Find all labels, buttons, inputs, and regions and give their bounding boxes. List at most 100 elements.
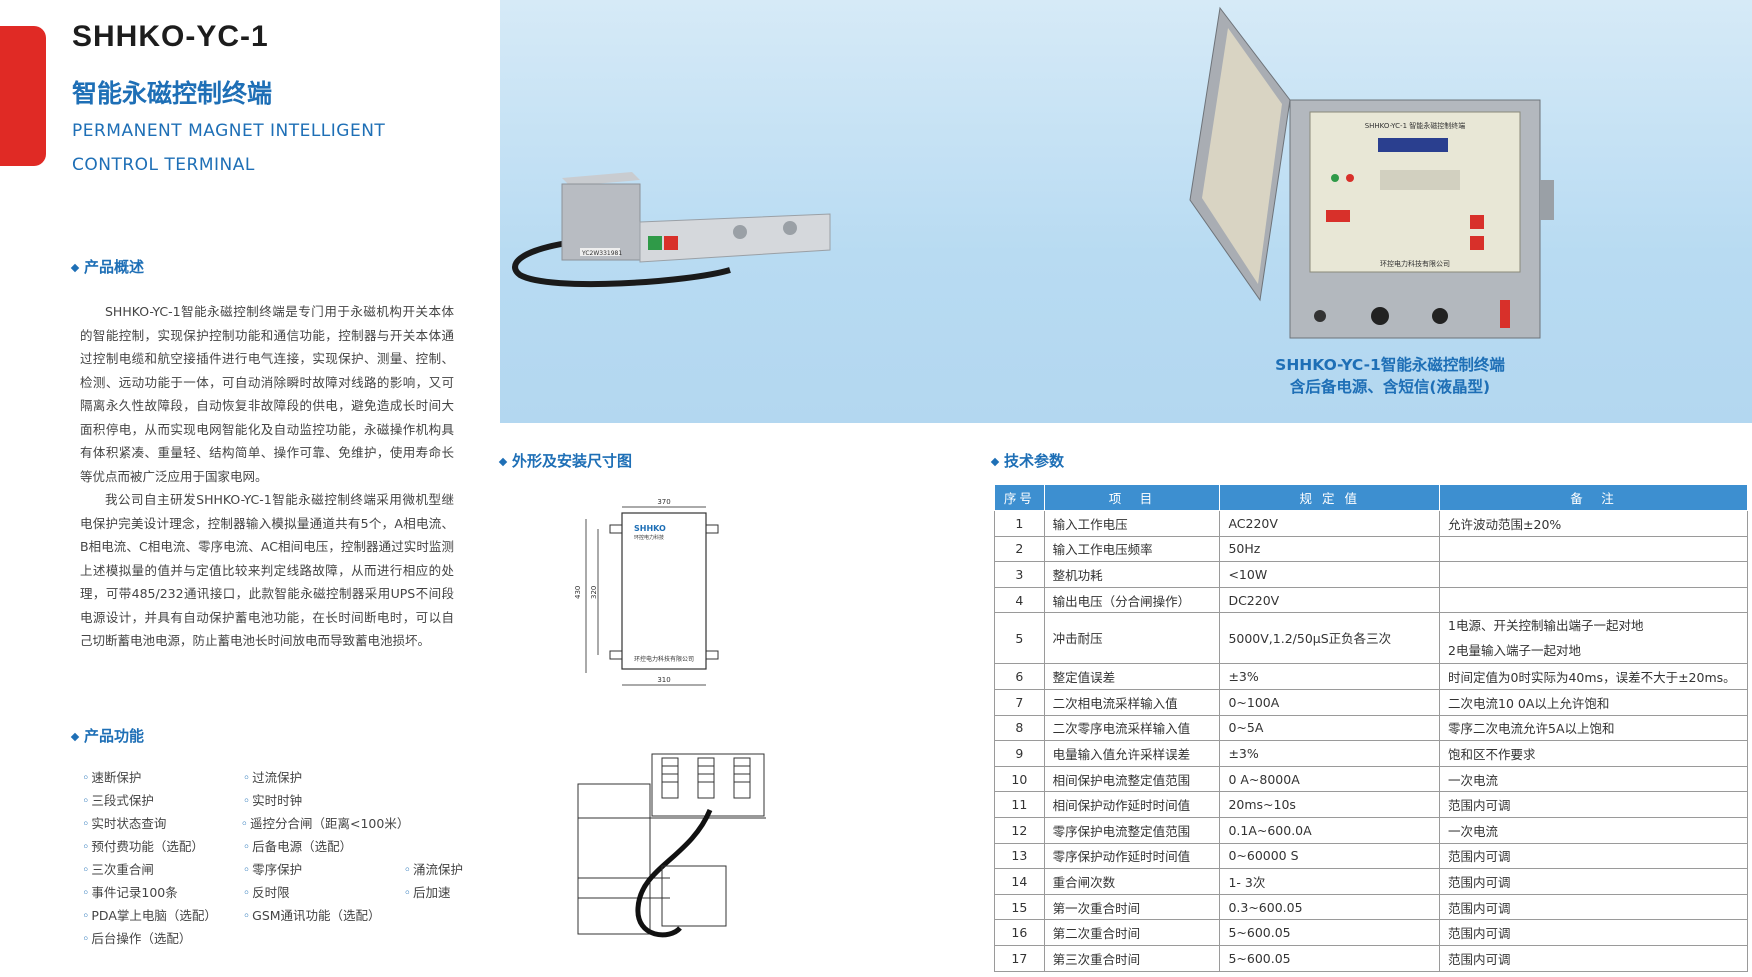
table-cell-value: 0~60000 S bbox=[1219, 842, 1441, 870]
aviation-plug-icon bbox=[1432, 308, 1448, 324]
functions-heading-text: 产品功能 bbox=[84, 727, 145, 745]
red-accent-tab bbox=[0, 26, 46, 166]
function-list: 速断保护过流保护三段式保护实时时钟实时状态查询遥控分合闸（距离<100米）预付费… bbox=[82, 765, 482, 949]
switch-icon bbox=[1470, 236, 1484, 250]
function-item: 三次重合闸 bbox=[82, 859, 243, 878]
product-model: SHHKO-YC-1 bbox=[72, 20, 269, 53]
table-cell-note bbox=[1439, 535, 1748, 563]
table-cell-no: 15 bbox=[994, 893, 1045, 921]
table-cell-note: 范围内可调 bbox=[1439, 791, 1748, 818]
table-cell-item: 输入工作电压 bbox=[1043, 510, 1221, 537]
table-cell-value: AC220V bbox=[1219, 510, 1441, 537]
table-cell-note: 允许波动范围±20% bbox=[1439, 510, 1748, 537]
photo-caption: SHHKO-YC-1智能永磁控制终端 含后备电源、含短信(液晶型) bbox=[1200, 354, 1580, 398]
tech-heading-text: 技术参数 bbox=[1004, 452, 1065, 470]
table-cell-item: 输入工作电压频率 bbox=[1043, 535, 1221, 563]
photo-caption-line2: 含后备电源、含短信(液晶型) bbox=[1289, 378, 1491, 396]
function-item: 速断保护 bbox=[82, 767, 243, 786]
overview-heading: 产品概述 bbox=[70, 256, 144, 277]
table-cell-note bbox=[1439, 586, 1748, 614]
height-outer-label: 430 bbox=[574, 586, 582, 599]
table-cell-item: 相间保护电流整定值范围 bbox=[1043, 765, 1221, 793]
table-cell-item: 零序保护电流整定值范围 bbox=[1043, 816, 1221, 844]
table-cell-no: 10 bbox=[994, 765, 1045, 793]
table-cell-value: 50Hz bbox=[1219, 535, 1441, 563]
function-item: GSM通讯功能（选配） bbox=[243, 905, 404, 924]
switch-body-outline bbox=[651, 753, 765, 817]
table-cell-no: 12 bbox=[994, 816, 1045, 844]
magnet-mechanism bbox=[639, 213, 831, 263]
small-controller-box bbox=[561, 183, 641, 261]
product-title-cn: 智能永磁控制终端 bbox=[72, 79, 273, 108]
insulator-icon bbox=[733, 757, 751, 799]
red-handle-icon bbox=[1500, 300, 1510, 328]
overview-body: SHHKO-YC-1智能永磁控制终端是专门用于永磁机构开关本体的智能控制，实现保… bbox=[80, 300, 454, 653]
installation-drawing bbox=[577, 753, 766, 938]
function-item: 遥控分合闸（距离<100米） bbox=[241, 813, 409, 832]
controller-box-outline bbox=[661, 865, 727, 927]
mechanism-bolt-icon bbox=[733, 225, 747, 239]
function-item: 预付费功能（选配） bbox=[82, 836, 243, 855]
table-cell-value: 5~600.05 bbox=[1219, 944, 1441, 972]
control-panel bbox=[1309, 111, 1521, 273]
function-row: 预付费功能（选配）后备电源（选配） bbox=[82, 834, 482, 857]
table-cell-item: 电量输入值允许采样误差 bbox=[1043, 740, 1221, 767]
table-cell-no: 11 bbox=[994, 791, 1045, 818]
table-cell-note bbox=[1439, 561, 1748, 588]
controller-nameplate bbox=[580, 248, 620, 256]
table-cell-value: 0~100A bbox=[1219, 688, 1441, 716]
tech-heading: 技术参数 bbox=[990, 450, 1065, 471]
insulator-icon bbox=[697, 757, 715, 799]
table-cell-note: 时间定值为0时实际为40ms，误差不大于±20ms。 bbox=[1439, 663, 1748, 690]
function-item: 后台操作（选配） bbox=[82, 928, 243, 947]
function-item: 实时时钟 bbox=[243, 790, 404, 809]
table-cell-note: 范围内可调 bbox=[1439, 842, 1748, 870]
function-item: 零序保护 bbox=[243, 859, 404, 878]
table-cell-item: 二次相电流采样输入值 bbox=[1043, 688, 1221, 716]
mounting-ear bbox=[705, 650, 719, 660]
function-row: 三次重合闸零序保护涌流保护 bbox=[82, 857, 482, 880]
overview-paragraph: SHHKO-YC-1智能永磁控制终端是专门用于永磁机构开关本体的智能控制，实现保… bbox=[80, 304, 454, 484]
small-box-top bbox=[562, 172, 640, 186]
diamond-bullet-icon bbox=[70, 732, 80, 741]
table-cell-item: 零序保护动作延时时间值 bbox=[1043, 842, 1221, 870]
table-cell-item: 冲击耐压 bbox=[1043, 612, 1221, 665]
function-item: 后加速 bbox=[404, 882, 482, 901]
table-cell-value: 0~5A bbox=[1219, 714, 1441, 742]
control-cable bbox=[635, 809, 713, 938]
table-cell-item: 第一次重合时间 bbox=[1043, 893, 1221, 921]
function-row: 三段式保护实时时钟 bbox=[82, 788, 482, 811]
table-cell-no: 6 bbox=[994, 663, 1045, 690]
door-instruction-sheet bbox=[1202, 28, 1282, 284]
shhko-logo: SHHKO bbox=[634, 524, 666, 533]
mechanism-bolt-icon bbox=[783, 221, 797, 235]
note-line: 1电源、开关控制输出端子一起对地 bbox=[1448, 618, 1644, 634]
table-cell-no: 14 bbox=[994, 868, 1045, 895]
status-led-icon bbox=[1331, 174, 1339, 182]
column-header: 备 注 bbox=[1439, 484, 1748, 511]
diamond-bullet-icon bbox=[70, 263, 80, 272]
function-row: 后台操作（选配） bbox=[82, 926, 482, 949]
table-cell-note: 二次电流10 0A以上允许饱和 bbox=[1439, 688, 1748, 716]
function-row: PDA掌上电脑（选配）GSM通讯功能（选配） bbox=[82, 903, 482, 926]
table-cell-no: 8 bbox=[994, 714, 1045, 742]
table-cell-item: 整机功耗 bbox=[1043, 561, 1221, 588]
switch-icon bbox=[1470, 215, 1484, 229]
mounting-ear bbox=[705, 524, 719, 534]
panel-title: SHHKO-YC-1 智能永磁控制终端 bbox=[1365, 121, 1466, 130]
dimensions-heading: 外形及安装尺寸图 bbox=[498, 450, 632, 471]
aviation-plug-icon bbox=[1371, 307, 1389, 325]
product-title-en-line1: PERMANENT MAGNET INTELLIGENT bbox=[72, 121, 386, 141]
mounting-pole bbox=[577, 783, 651, 935]
table-cell-value: <10W bbox=[1219, 561, 1441, 588]
green-indicator-icon bbox=[648, 236, 662, 250]
keypad bbox=[1380, 170, 1460, 190]
